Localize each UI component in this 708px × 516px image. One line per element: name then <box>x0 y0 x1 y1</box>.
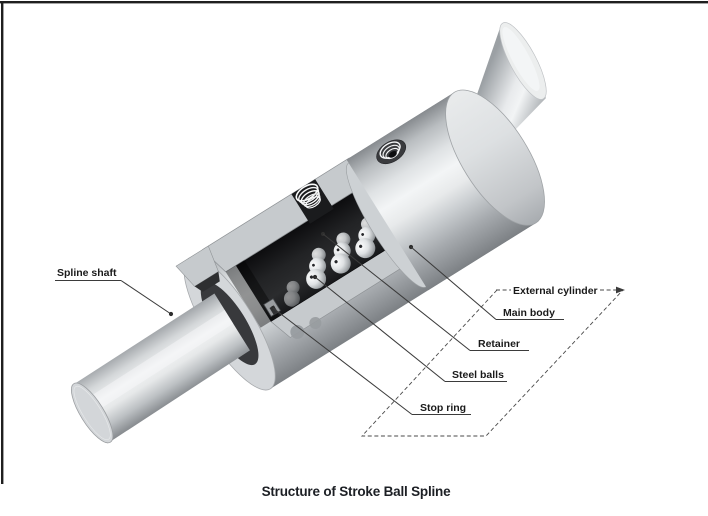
ball-cluster <box>306 247 327 289</box>
label-main-body: Main body <box>408 244 564 320</box>
main-body-leader <box>410 246 497 320</box>
steel-balls-leader <box>314 276 446 382</box>
cylinder-end-cap <box>445 89 545 226</box>
stop-ring-groove <box>290 324 305 339</box>
label-retainer: Retainer <box>320 231 529 351</box>
label-external-cylinder: External cylinder <box>496 285 625 297</box>
label-steel-balls: Steel balls <box>312 274 507 382</box>
reference-parallelogram <box>360 289 624 437</box>
spline-shaft-leader <box>120 280 172 315</box>
threaded-hole-cut <box>291 179 334 224</box>
annotations: Spline shaft External cylinder Main body… <box>55 231 625 437</box>
label-spline-shaft: Spline shaft <box>55 267 174 317</box>
device-illustration <box>71 22 547 444</box>
stop-ring-label: Stop ring <box>420 402 466 414</box>
page-border-top <box>0 1 708 4</box>
threaded-hole-surface <box>376 139 407 165</box>
external-cylinder-label: External cylinder <box>513 285 598 297</box>
label-stop-ring: Stop ring <box>270 305 471 415</box>
arrow-right-icon <box>616 286 625 294</box>
retainer-label: Retainer <box>478 338 520 350</box>
ball-cluster <box>330 232 351 274</box>
page-border-left <box>1 1 4 484</box>
spline-shaft-label: Spline shaft <box>57 267 117 279</box>
leader-dot <box>168 311 174 317</box>
retainer-leader <box>322 233 471 351</box>
ball-cluster <box>283 280 300 307</box>
main-body-label: Main body <box>503 307 555 319</box>
stop-ring-leader <box>272 307 413 415</box>
end-ring-cut-notch <box>175 245 219 287</box>
spline-shaft-body <box>71 293 250 444</box>
figure-caption: Structure of Stroke Ball Spline <box>262 484 452 499</box>
shaft-end-face <box>71 382 114 444</box>
steel-balls-label: Steel balls <box>452 369 504 381</box>
